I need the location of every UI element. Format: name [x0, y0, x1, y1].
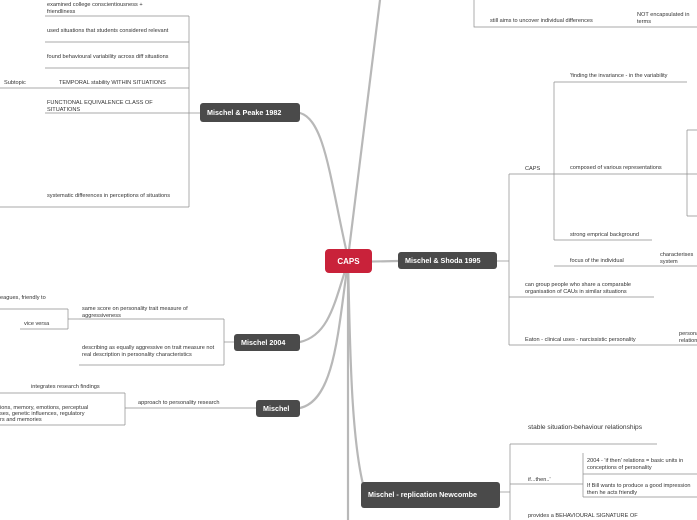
mischel2004-left-friendly: eagues, friendly to [0, 295, 46, 301]
peake-subtopic: Subtopic [4, 80, 26, 86]
shoda-item-eaton: Eaton - clinical uses - narcissistic per… [525, 337, 636, 343]
shoda-focus-detail: characterises system [660, 252, 694, 265]
peake-item-perceptions: systematic differences in perceptions of… [47, 193, 171, 199]
central-node-caps[interactable]: CAPS [325, 249, 372, 273]
peake-item-examined: examined college conscientiousness + fri… [47, 2, 143, 15]
mischel2004-left-vice-versa: vice versa [24, 321, 50, 327]
mischel2004-item-same-score: same score on personality trait measure … [82, 306, 188, 319]
shoda-item-group-people: can group people who share a comparable … [525, 282, 632, 295]
replication-item-stable: stable situation-behaviour relationships [528, 424, 642, 431]
mischel-left-integrates: integrates research findings [31, 384, 100, 390]
mischel-item-approach: approach to personality research [138, 400, 220, 406]
shoda-item-focus: focus of the individual [570, 258, 624, 264]
node-mischel-peake-1982[interactable]: Mischel & Peake 1982 [200, 103, 300, 122]
replication-item-ifthen: if...then..' [528, 477, 551, 483]
mischel-left-emotions: ions, memory, emotions, perceptual [0, 405, 89, 411]
peake-item-temporal: TEMPORAL stability WITHIN SITUATIONS [59, 80, 166, 86]
node-mischel[interactable]: Mischel [256, 400, 300, 417]
peake-item-situations: used situations that students considered… [47, 28, 169, 34]
peake-item-variability: found behavioural variability across dif… [47, 54, 169, 60]
shoda-item-representations: composed of various representations [570, 165, 662, 171]
ifthen-item-2004: 2004 - 'if then' relations = basic units… [587, 458, 684, 471]
top-item-not-encapsulated: NOT encapsulated in terms [637, 12, 690, 25]
mischel-left-memories: rs and memories [0, 417, 42, 423]
node-mischel-replication-newcombe[interactable]: Mischel - replication Newcombe [361, 482, 500, 508]
peake-item-functional: FUNCTIONAL EQUIVALENCE CLASS OF SITUATIO… [47, 100, 153, 113]
ifthen-item-bill: If Bill wants to produce a good impressi… [587, 483, 691, 496]
shoda-caps-label: CAPS [525, 166, 541, 172]
node-mischel-2004[interactable]: Mischel 2004 [234, 334, 300, 351]
replication-item-signature: provides a BEHAVIOURAL SIGNATURE OF [528, 513, 638, 519]
mischel2004-item-describing: describing as equally aggressive on trai… [82, 345, 215, 358]
top-item-individual-differences: still aims to uncover individual differe… [490, 18, 593, 24]
mischel-left-genetic: ses, genetic influences, regulatory [0, 411, 85, 417]
shoda-item-empirical: strong emprical background [570, 232, 640, 238]
node-mischel-shoda-1995[interactable]: Mischel & Shoda 1995 [398, 252, 497, 269]
shoda-eaton-detail: personality relations [679, 331, 697, 344]
shoda-item-invariance: 'finding the invariance - in the variabi… [570, 73, 668, 79]
